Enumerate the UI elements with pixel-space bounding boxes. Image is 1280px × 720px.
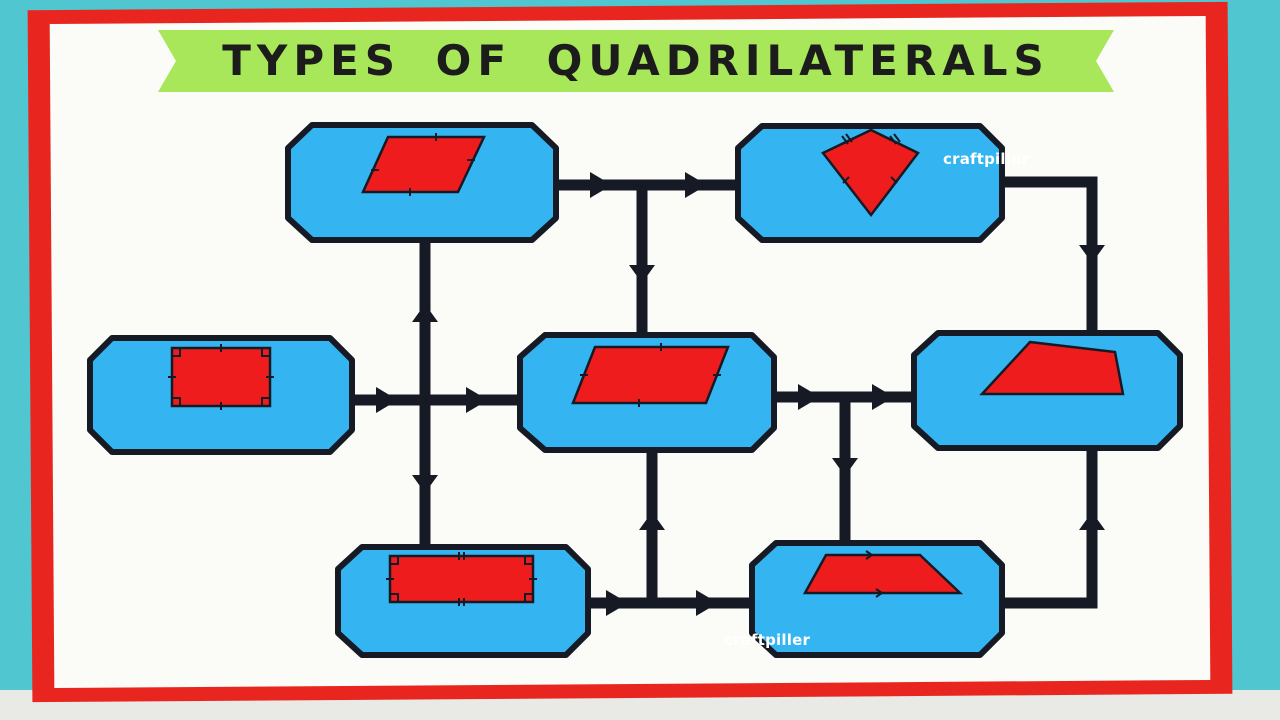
rhombus-shape [361, 135, 486, 194]
title-banner: TYPES OF QUADRILATERALS [158, 30, 1114, 92]
arrow-right-2 [685, 172, 707, 198]
arrow-down-3 [1079, 245, 1105, 263]
trapezium-shape [802, 553, 964, 595]
arrow-right-6 [872, 384, 894, 410]
parallelogram-shape [571, 345, 730, 405]
connector-kite-quadrilateral [996, 176, 1098, 339]
shape-tick-marks [168, 133, 901, 606]
banner-ribbon [158, 30, 1114, 92]
banner-title: TYPES OF QUADRILATERALS [222, 36, 1050, 85]
square-shape [170, 346, 272, 408]
arrow-up-3 [1079, 512, 1105, 530]
arrow-right-8 [696, 590, 718, 616]
watermark-bottom: craftpiller [724, 631, 811, 649]
arrowheads [376, 172, 1105, 616]
arrow-right-4 [466, 387, 488, 413]
arrow-right-3 [376, 387, 398, 413]
arrow-down-2 [412, 475, 438, 493]
arrow-up-2 [639, 512, 665, 530]
arrow-down-1 [629, 265, 655, 283]
trapezium-card [749, 540, 1005, 658]
kite-shape [821, 128, 920, 218]
arrow-right-7 [606, 590, 628, 616]
rectangle-shape [388, 554, 535, 604]
arrow-down-4 [832, 458, 858, 476]
arrow-right-1 [590, 172, 612, 198]
connector-trapezium-quadrilateral [996, 444, 1098, 609]
arrow-right-5 [798, 384, 820, 410]
arrow-up-1 [412, 304, 438, 322]
watermark-top: craftpiller [943, 150, 1030, 168]
quadrilateral-shape [979, 340, 1125, 396]
